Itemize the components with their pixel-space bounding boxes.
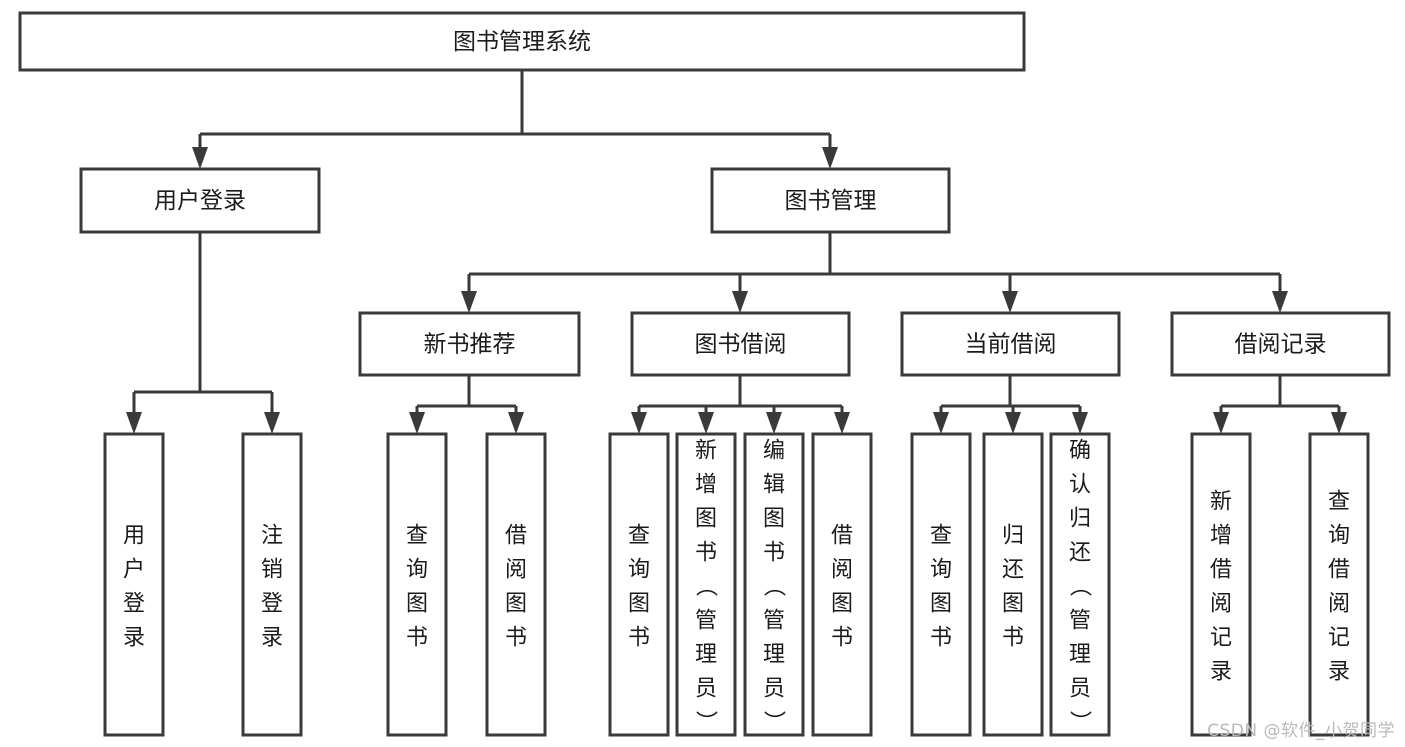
connector-record-to-leaves [1219, 375, 1341, 414]
node-label: 注销登录 [261, 524, 283, 651]
arrow-head-icon [732, 291, 748, 313]
csdn-watermark: CSDN @软件_小贺同学 [1207, 721, 1395, 741]
connector-current-to-leaves [939, 375, 1082, 414]
node-leaf-查询图书[interactable]: 查询图书 [608, 432, 670, 737]
node-label: 用户登录 [154, 188, 246, 214]
node-leaf-新增图书管理员[interactable]: 新增图书（管理员） [675, 432, 737, 737]
node-leaf-确认归还管理员[interactable]: 确认归还（管理员） [1049, 432, 1111, 737]
node-leaf-借阅图书[interactable]: 借阅图书 [485, 432, 547, 737]
node-level3-借阅记录[interactable]: 借阅记录 [1170, 311, 1391, 377]
node-leaf-用户登录[interactable]: 用户登录 [103, 432, 165, 737]
arrow-head-icon [766, 412, 782, 434]
node-root-图书管理系统[interactable]: 图书管理系统 [18, 11, 1026, 72]
node-label: 查询图书 [628, 524, 650, 651]
arrow-head-icon [631, 412, 647, 434]
arrow-head-icon [264, 412, 280, 434]
arrow-head-icon [1005, 412, 1021, 434]
connector-bookmgmt-to-level3 [467, 232, 1282, 293]
arrow-head-icon [126, 412, 142, 434]
node-label: 借阅记录 [1235, 332, 1327, 358]
arrow-head-icon [1331, 412, 1347, 434]
node-label: 借阅图书 [831, 524, 853, 651]
node-leaf-查询图书[interactable]: 查询图书 [386, 432, 448, 737]
node-label: 新增图书（管理员） [695, 439, 718, 736]
node-label: 查询图书 [930, 524, 952, 651]
node-label: 图书借阅 [695, 332, 787, 358]
connector-newbook-to-leaves [415, 375, 518, 414]
connectors-layer [126, 70, 1347, 434]
node-label: 当前借阅 [965, 332, 1057, 358]
node-label: 归还图书 [1002, 524, 1024, 651]
node-label: 编辑图书（管理员） [763, 439, 786, 736]
arrow-head-icon [933, 412, 949, 434]
node-label: 借阅图书 [505, 524, 527, 651]
node-label: 图书管理系统 [453, 29, 591, 55]
node-level3-新书推荐[interactable]: 新书推荐 [358, 311, 581, 377]
arrow-head-icon [1002, 291, 1018, 313]
node-leaf-归还图书[interactable]: 归还图书 [982, 432, 1044, 737]
arrow-head-icon [1213, 412, 1229, 434]
node-leaf-编辑图书管理员[interactable]: 编辑图书（管理员） [743, 432, 805, 737]
node-label: 新书推荐 [424, 332, 516, 358]
node-label: 确认归还（管理员） [1069, 439, 1092, 736]
connector-root-to-level2 [198, 70, 832, 149]
node-label: 新增借阅记录 [1210, 490, 1232, 685]
arrow-head-icon [834, 412, 850, 434]
arrow-head-icon [1272, 291, 1288, 313]
node-level2-用户登录[interactable]: 用户登录 [79, 167, 321, 234]
arrow-head-icon [822, 147, 838, 169]
node-level3-当前借阅[interactable]: 当前借阅 [900, 311, 1121, 377]
node-level2-图书管理[interactable]: 图书管理 [710, 167, 951, 234]
arrow-head-icon [698, 412, 714, 434]
node-level3-图书借阅[interactable]: 图书借阅 [630, 311, 851, 377]
node-label: 查询图书 [406, 524, 428, 651]
arrow-head-icon [1072, 412, 1088, 434]
node-label: 查询借阅记录 [1328, 490, 1350, 685]
connector-borrow-to-leaves [637, 375, 844, 414]
arrow-head-icon [409, 412, 425, 434]
node-leaf-注销登录[interactable]: 注销登录 [241, 432, 303, 737]
arrow-head-icon [192, 147, 208, 169]
node-label: 用户登录 [123, 524, 145, 651]
node-leaf-查询图书[interactable]: 查询图书 [910, 432, 972, 737]
arrow-head-icon [461, 291, 477, 313]
node-leaf-借阅图书[interactable]: 借阅图书 [811, 432, 873, 737]
nodes-layer: 图书管理系统用户登录图书管理新书推荐图书借阅当前借阅借阅记录用户登录注销登录查询… [18, 11, 1391, 737]
arrow-head-icon [508, 412, 524, 434]
node-leaf-查询借阅记录[interactable]: 查询借阅记录 [1308, 432, 1370, 737]
node-leaf-新增借阅记录[interactable]: 新增借阅记录 [1190, 432, 1252, 737]
connector-userlogin-to-leaves [132, 232, 274, 414]
node-label: 图书管理 [785, 188, 877, 214]
